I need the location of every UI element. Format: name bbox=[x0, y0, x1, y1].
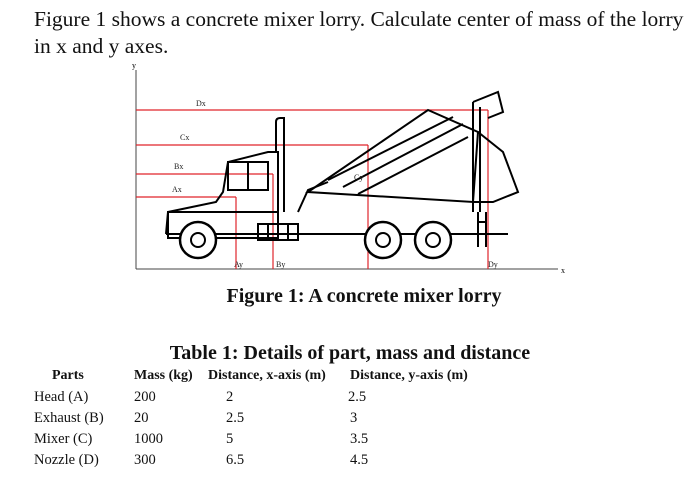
x-axis-label: x bbox=[561, 266, 565, 275]
label-ay: Ay bbox=[234, 260, 243, 269]
cell-distance-y: 2.5 bbox=[348, 389, 367, 405]
label-dy: Dy bbox=[488, 260, 498, 269]
details-table: Parts Mass (kg) Distance, x-axis (m) Dis… bbox=[32, 366, 482, 472]
table-caption: Table 1: Details of part, mass and dista… bbox=[169, 342, 531, 364]
mixer-lorry-figure: y x bbox=[132, 62, 565, 275]
label-cx: Cx bbox=[180, 133, 189, 142]
table-header-row: Parts Mass (kg) Distance, x-axis (m) Dis… bbox=[32, 366, 482, 388]
cell-distance-y: 3 bbox=[350, 410, 358, 426]
table-row: Nozzle (D) 300 6.5 4.5 bbox=[32, 451, 482, 472]
cell-mass: 20 bbox=[134, 410, 149, 426]
cell-mass: 300 bbox=[134, 452, 156, 468]
header-mass: Mass (kg) bbox=[134, 368, 193, 383]
label-bx: Bx bbox=[174, 162, 183, 171]
cell-part: Exhaust (B) bbox=[34, 410, 104, 426]
wheels bbox=[178, 220, 453, 260]
cell-mass: 1000 bbox=[134, 431, 163, 447]
cell-mass: 200 bbox=[134, 389, 156, 405]
cell-distance-y: 4.5 bbox=[350, 452, 369, 468]
label-dx: Dx bbox=[196, 99, 206, 108]
cell-part: Nozzle (D) bbox=[34, 452, 99, 468]
table-row: Head (A) 200 2 2.5 bbox=[32, 388, 482, 409]
cell-distance-x: 2.5 bbox=[226, 410, 245, 426]
truck-drawing bbox=[165, 90, 520, 247]
cell-distance-x: 5 bbox=[226, 431, 234, 447]
label-cy: Cy bbox=[354, 173, 363, 182]
cell-distance-y: 3.5 bbox=[350, 431, 369, 447]
cell-distance-x: 6.5 bbox=[226, 452, 245, 468]
cell-part: Head (A) bbox=[34, 389, 89, 405]
figure-caption: Figure 1: A concrete mixer lorry bbox=[226, 285, 502, 307]
cell-distance-x: 2 bbox=[226, 389, 234, 405]
cell-part: Mixer (C) bbox=[34, 431, 93, 447]
distance-lines bbox=[136, 109, 489, 269]
label-by: By bbox=[276, 260, 285, 269]
label-ax: Ax bbox=[172, 185, 182, 194]
header-parts: Parts bbox=[52, 368, 84, 383]
y-axis-label: y bbox=[132, 62, 136, 70]
question-text: Figure 1 shows a concrete mixer lorry. C… bbox=[34, 7, 684, 58]
header-distance-y: Distance, y-axis (m) bbox=[350, 368, 468, 383]
table-row: Mixer (C) 1000 5 3.5 bbox=[32, 430, 482, 451]
table-row: Exhaust (B) 20 2.5 3 bbox=[32, 409, 482, 430]
header-distance-x: Distance, x-axis (m) bbox=[208, 368, 326, 383]
